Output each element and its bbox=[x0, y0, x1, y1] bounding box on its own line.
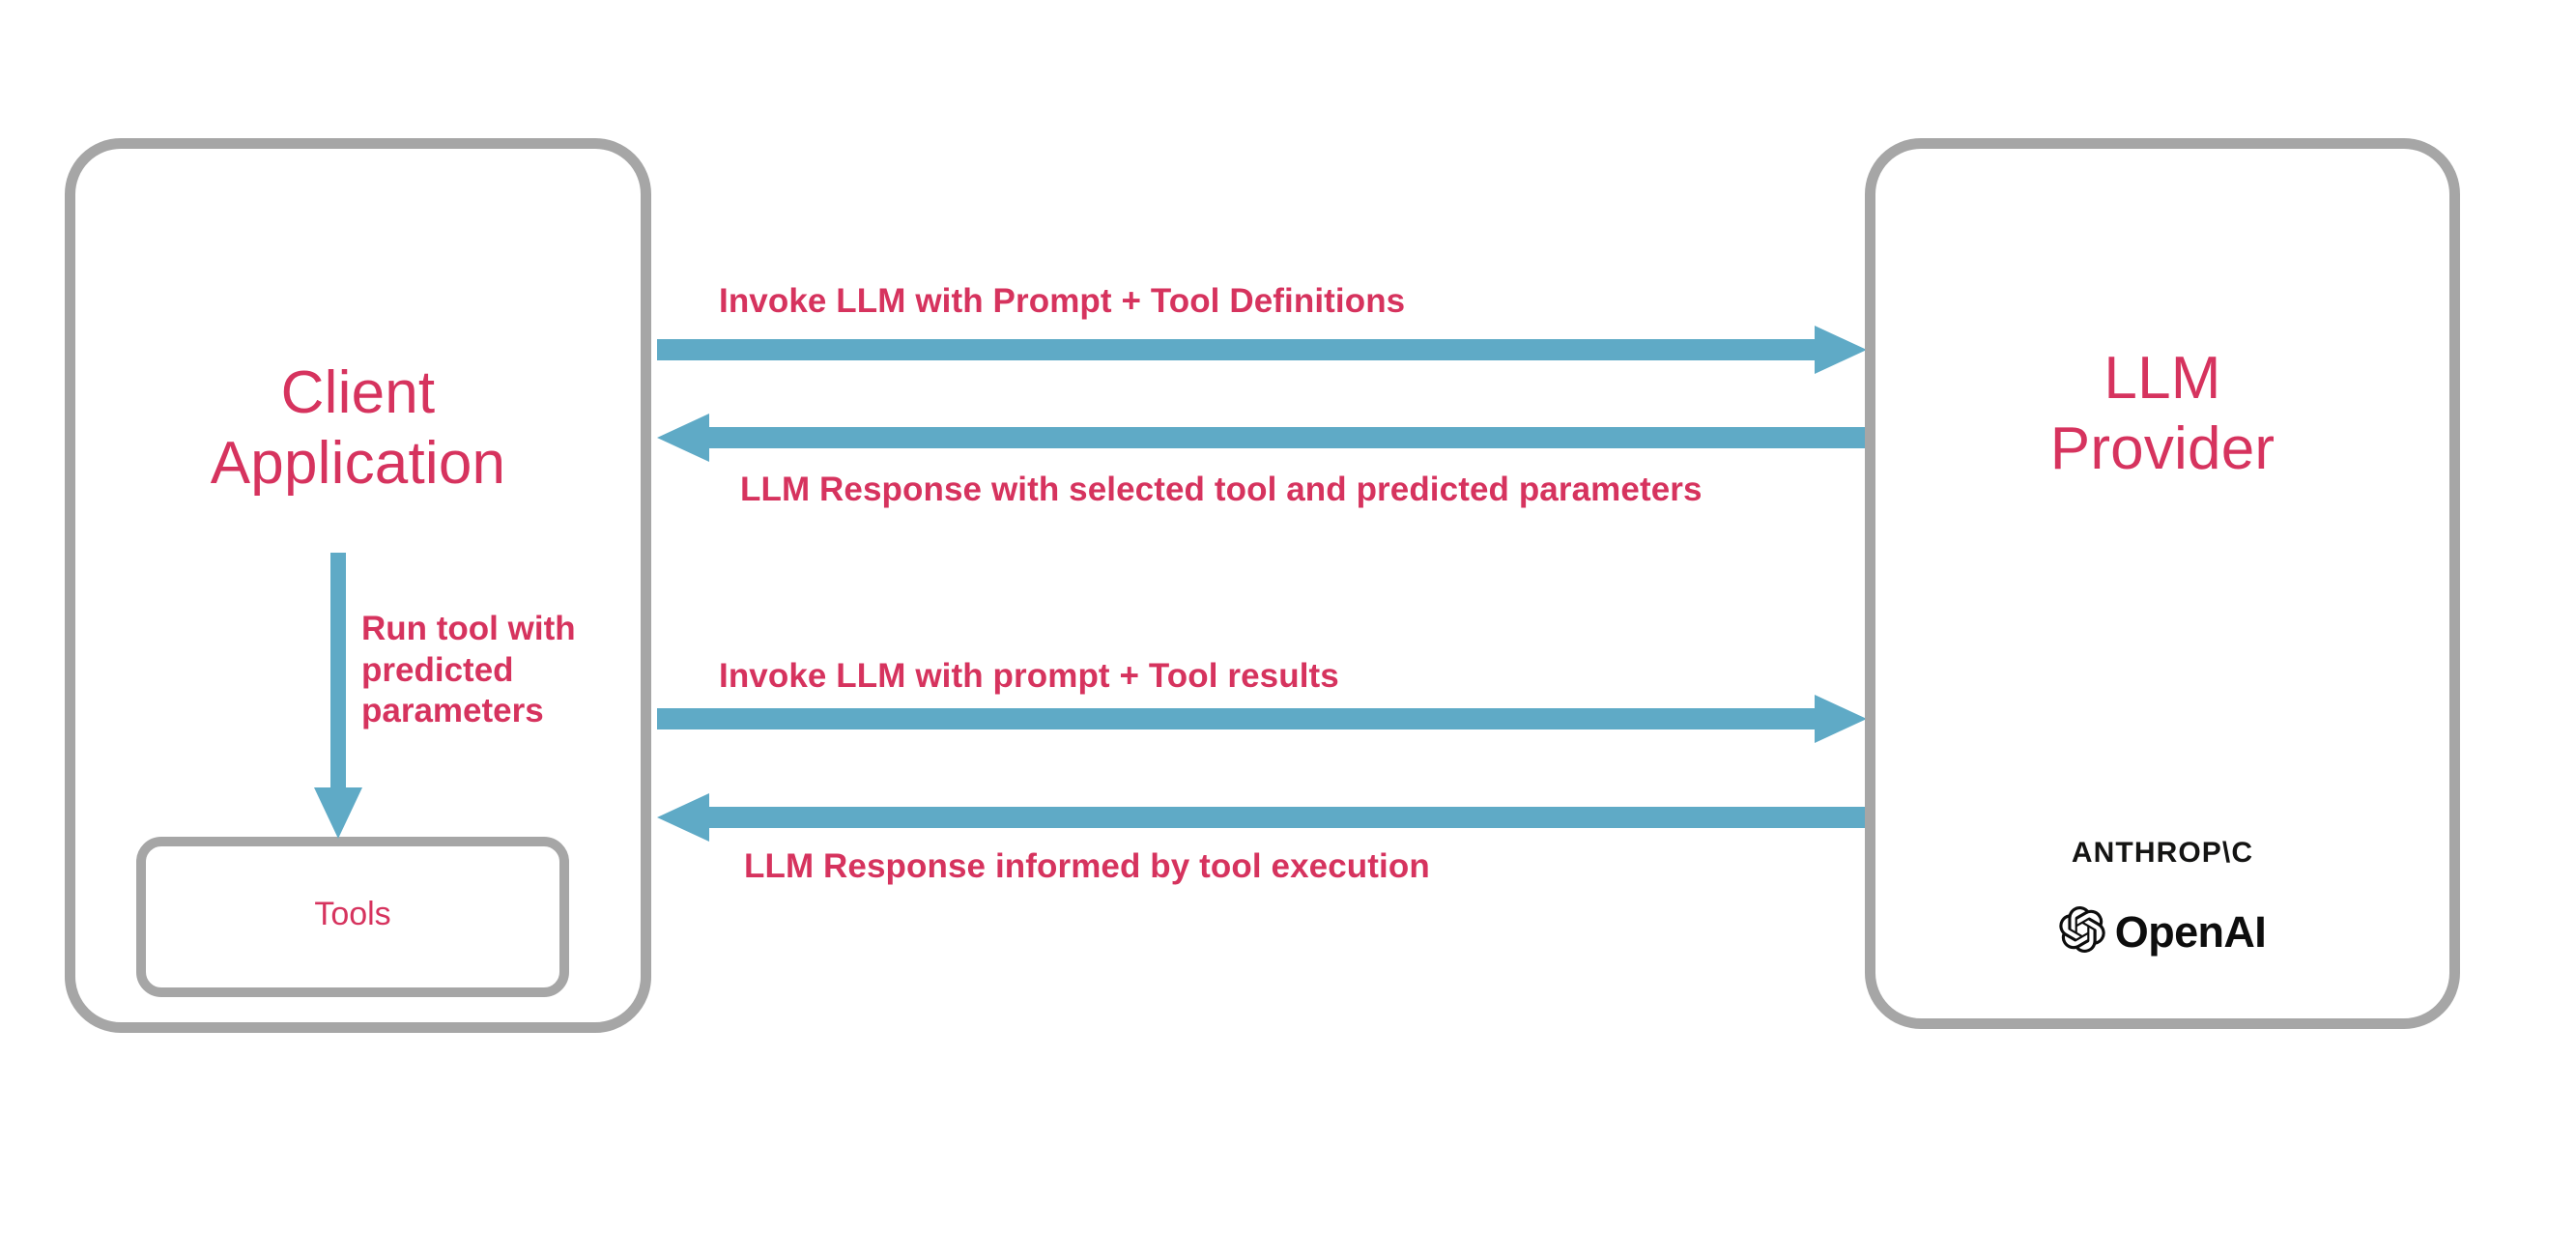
llm-provider-label: LLM Provider bbox=[2049, 345, 2275, 483]
openai-wordmark: OpenAI bbox=[2114, 906, 2267, 957]
edge-label-llm-response-selected-tool: LLM Response with selected tool and pred… bbox=[740, 471, 1703, 508]
arrow-invoke-llm-tool-definitions bbox=[657, 325, 1867, 375]
arrow-client-to-tools bbox=[307, 553, 369, 839]
openai-logo: OpenAI bbox=[1865, 906, 2460, 958]
arrow-invoke-llm-tool-results bbox=[657, 694, 1867, 744]
anthropic-logo: ANTHROP\C bbox=[2071, 837, 2254, 869]
llm-provider-node[interactable] bbox=[1865, 138, 2460, 1029]
edge-label-invoke-llm-tool-definitions: Invoke LLM with Prompt + Tool Definition… bbox=[719, 282, 1406, 320]
client-application-label: Client Application bbox=[210, 359, 506, 498]
openai-knot-icon bbox=[2059, 906, 2105, 958]
arrow-llm-response-informed bbox=[657, 792, 1867, 843]
edge-label-run-tool: Run tool with predicted parameters bbox=[361, 610, 576, 730]
edge-label-llm-response-informed: LLM Response informed by tool execution bbox=[744, 847, 1430, 885]
tools-label: Tools bbox=[314, 896, 391, 932]
arrow-llm-response-selected-tool bbox=[657, 413, 1867, 463]
edge-label-invoke-llm-tool-results: Invoke LLM with prompt + Tool results bbox=[719, 657, 1339, 695]
tools-node[interactable] bbox=[136, 837, 569, 997]
